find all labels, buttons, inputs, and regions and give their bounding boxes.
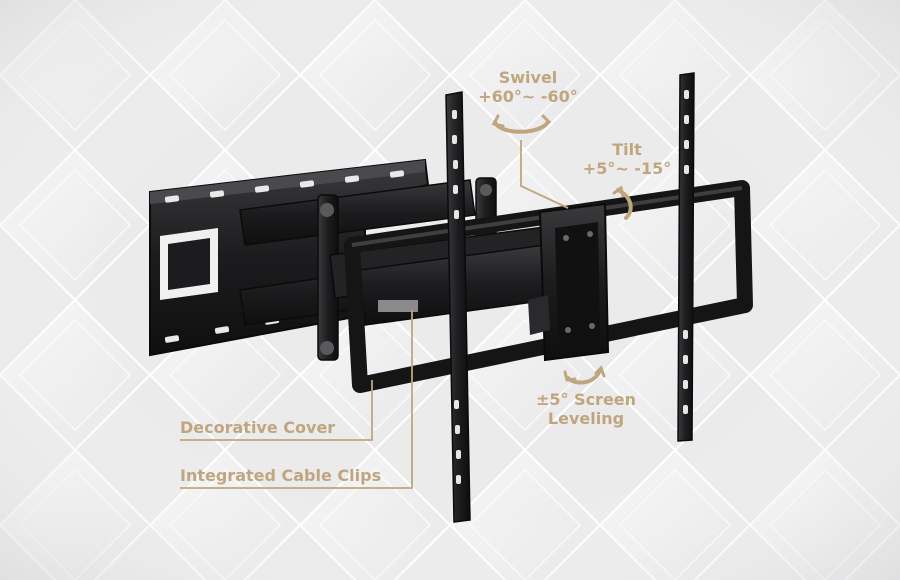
tilt-label: Tilt +5°~ -15°: [572, 140, 682, 178]
tilt-title: Tilt: [612, 140, 642, 159]
vertical-rails: [445, 72, 695, 523]
leveling-arrow-icon: [563, 365, 606, 385]
tilt-head: [528, 202, 610, 362]
tilt-range: +5°~ -15°: [582, 159, 672, 179]
leveling-label: ±5° Screen Leveling: [530, 390, 642, 428]
swivel-arrow-icon: [491, 114, 552, 134]
swivel-range: +60°~ -60°: [478, 87, 578, 107]
leveling-line1: ±5° Screen: [535, 390, 637, 409]
cable-clips-label: Integrated Cable Clips: [180, 466, 382, 485]
tilt-arrow-icon: [612, 185, 633, 220]
leveling-line2: Leveling: [547, 409, 625, 429]
callout-lines: [180, 140, 569, 489]
swivel-label: Swivel +60°~ -60°: [478, 68, 578, 106]
decorative-cover-label: Decorative Cover: [180, 418, 336, 437]
swivel-title: Swivel: [498, 68, 558, 87]
